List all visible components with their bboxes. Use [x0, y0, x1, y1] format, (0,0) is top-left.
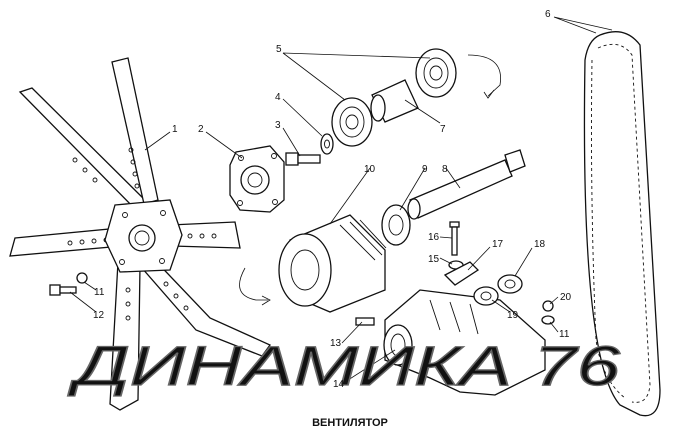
callout-12: 12: [93, 310, 105, 321]
washer-11-right: [541, 315, 555, 325]
callout-1: 1: [172, 124, 178, 135]
seal-ring: [381, 204, 411, 246]
callout-9: 9: [422, 164, 428, 175]
callout-11-left: 11: [94, 287, 105, 298]
callout-11-right: 11: [559, 329, 570, 340]
shaft: [407, 149, 526, 220]
callout-18: 18: [534, 239, 546, 250]
watermark-text: ДИНАМИКА 76: [67, 334, 622, 397]
callout-16: 16: [428, 232, 440, 243]
callout-15: 15: [428, 254, 440, 265]
callout-7: 7: [440, 124, 446, 135]
spacer-sleeve: [370, 79, 419, 123]
bolt: [285, 152, 321, 166]
leader-lines: [69, 16, 613, 383]
nut-11-left: [76, 272, 88, 284]
callout-14: 14: [333, 379, 345, 390]
fan-blades: [9, 57, 271, 411]
callout-8: 8: [442, 164, 448, 175]
callout-10: 10: [364, 164, 376, 175]
washer: [320, 133, 334, 155]
nut-18: [497, 274, 523, 294]
bearing-lower: [331, 97, 373, 147]
callout-3: 3: [275, 120, 281, 131]
bracket: [383, 289, 546, 396]
bearing-upper: [415, 48, 457, 98]
callout-13: 13: [330, 338, 342, 349]
callout-6: 6: [545, 9, 551, 20]
drive-belt: [583, 31, 661, 417]
pulley: [278, 214, 387, 313]
callout-19: 19: [507, 310, 519, 321]
diagram-caption: ВЕНТИЛЯТОР: [312, 417, 388, 429]
fan-hub-plate: [104, 199, 183, 273]
callouts: 1 2 3 4 5 6 7 8 9 10 11 11 12 13 14 15 1…: [93, 9, 572, 390]
callout-4: 4: [275, 92, 281, 103]
callout-5: 5: [276, 44, 282, 55]
bolt-12: [49, 284, 77, 296]
callout-20: 20: [560, 292, 572, 303]
bolt-13: [355, 317, 375, 326]
bolt-16: [449, 221, 460, 256]
washer-19: [473, 286, 499, 306]
callout-2: 2: [198, 124, 204, 135]
assembly-arrows: [239, 54, 501, 306]
callout-17: 17: [492, 239, 504, 250]
flange-hub: [229, 145, 285, 213]
